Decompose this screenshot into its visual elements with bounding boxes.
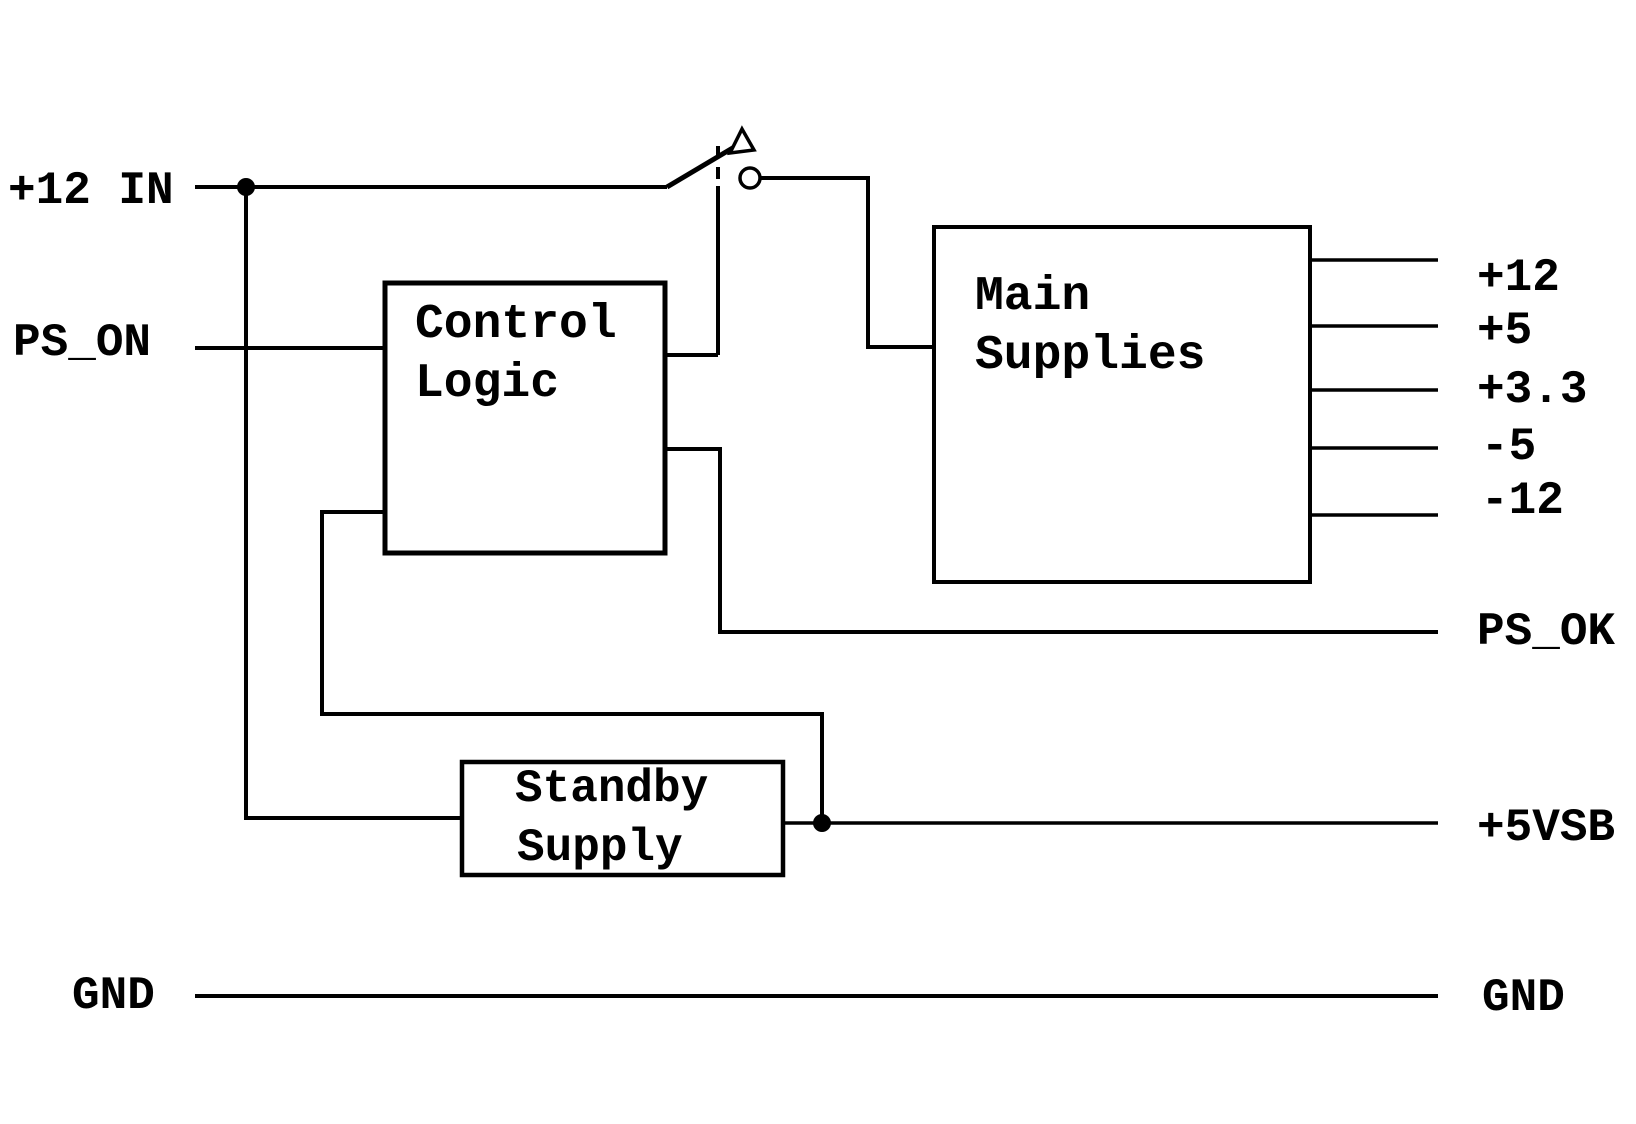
main-supplies-label-line1: Main bbox=[975, 270, 1090, 324]
main-supplies-box bbox=[932, 225, 1312, 584]
wire-ps-ok bbox=[665, 447, 1438, 634]
label-gnd-left: GND bbox=[72, 970, 155, 1022]
label-12v-in: +12 IN bbox=[8, 165, 174, 217]
junction-dot-12v-input bbox=[237, 178, 255, 196]
label-minus12-out: -12 bbox=[1481, 475, 1564, 527]
label-minus5-out: -5 bbox=[1481, 421, 1536, 473]
label-gnd-right: GND bbox=[1482, 972, 1565, 1024]
wire-switch-to-main-supplies bbox=[761, 176, 934, 349]
wire-standby-feed bbox=[244, 187, 462, 820]
label-plus5vsb: +5VSB bbox=[1477, 802, 1615, 854]
switch-blade bbox=[665, 143, 738, 190]
label-ps-ok: PS_OK bbox=[1477, 606, 1615, 658]
control-logic-label-line2: Logic bbox=[415, 357, 559, 411]
main-supplies-label-line2: Supplies bbox=[975, 329, 1205, 383]
label-plus5-out: +5 bbox=[1477, 305, 1532, 357]
switch-arrowhead-icon bbox=[726, 125, 757, 156]
control-logic-label-line1: Control bbox=[415, 298, 617, 352]
label-plus12-out: +12 bbox=[1477, 252, 1560, 304]
label-ps-on: PS_ON bbox=[13, 317, 151, 369]
standby-supply-label-line2: Supply bbox=[517, 822, 683, 874]
standby-supply-box bbox=[459, 759, 786, 878]
wire-control-to-standby-rail bbox=[320, 510, 824, 823]
standby-supply-label-line1: Standby bbox=[515, 763, 708, 815]
label-plus3v3-out: +3.3 bbox=[1477, 364, 1587, 416]
switch-contact-circle bbox=[738, 166, 762, 190]
control-logic-box bbox=[382, 280, 668, 556]
